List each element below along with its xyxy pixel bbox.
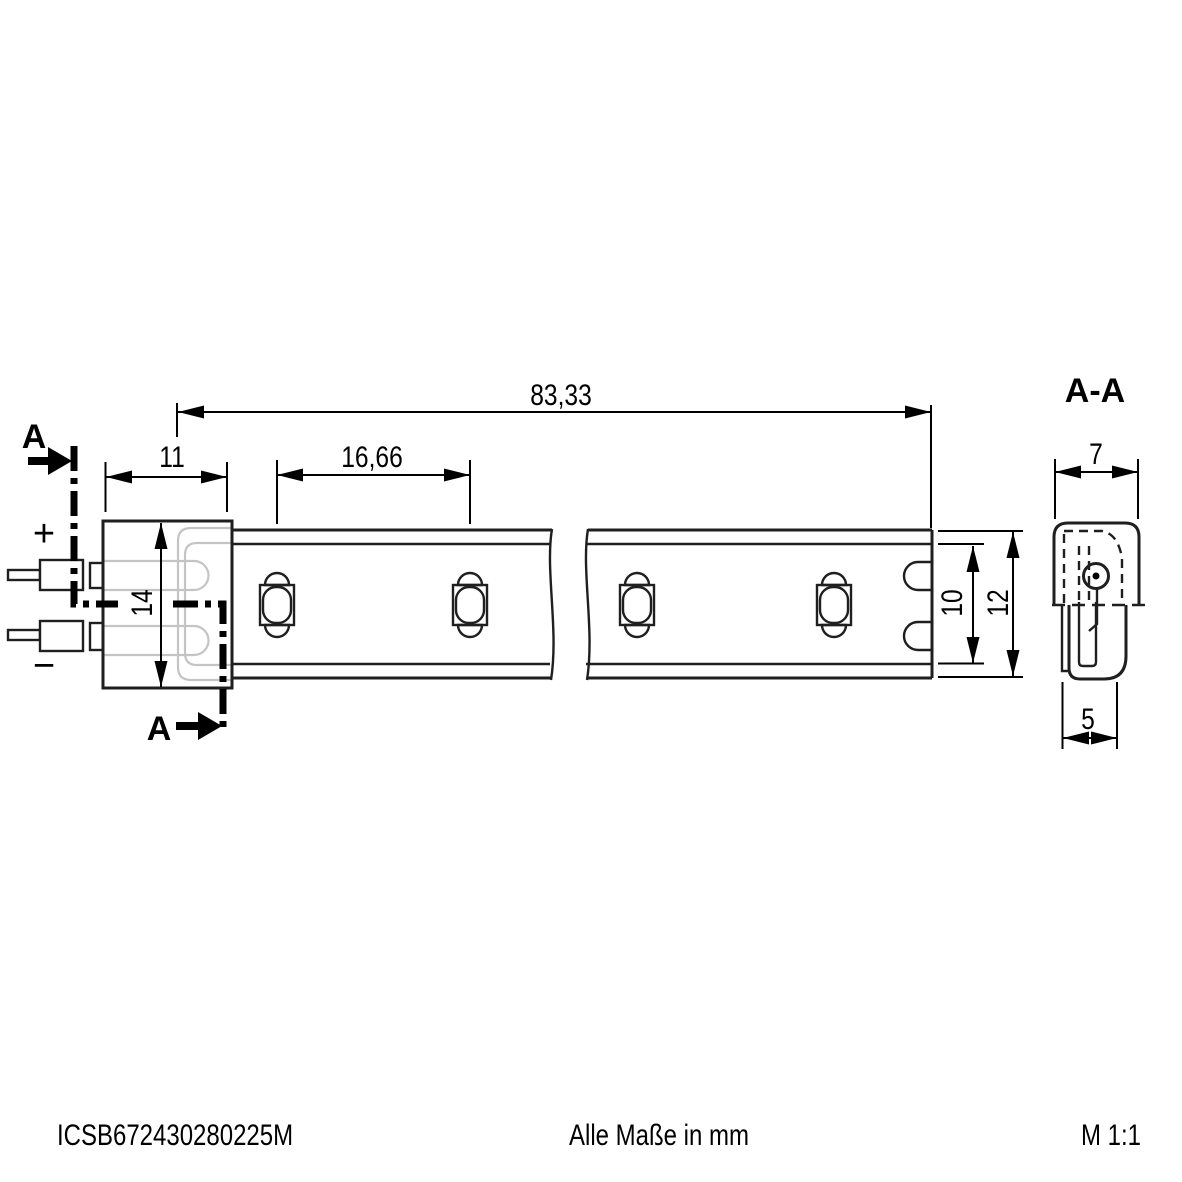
- end-pad-top: [902, 560, 932, 592]
- polarity-plus-label: +: [33, 513, 55, 555]
- led-2: [451, 571, 489, 639]
- dim-profile-bottom-width-label: 5: [1081, 702, 1095, 736]
- leds: [258, 571, 853, 639]
- dimension-connector-width: 11: [104, 440, 228, 512]
- dim-total-length-label: 83,33: [530, 378, 592, 412]
- section-cut-line: A A + −: [22, 418, 227, 748]
- dimension-total-length: 83,33: [176, 378, 932, 528]
- units-note: Alle Maße in mm: [569, 1117, 749, 1151]
- dimension-connector-height: 14: [125, 523, 168, 687]
- wire-minus: [6, 628, 42, 642]
- dim-strip-outer-height-label: 12: [981, 589, 1015, 616]
- cut-label-bottom: A: [147, 710, 172, 748]
- dimension-led-pitch: 16,66: [276, 440, 471, 524]
- profile-sleeve: [1052, 521, 1141, 605]
- profile-led-center: [1092, 572, 1100, 580]
- cut-arrow-top-head: [48, 447, 72, 475]
- led-3: [618, 571, 656, 639]
- led-4: [815, 571, 853, 639]
- footer: ICSB672430280225M Alle Maße in mm M 1:1: [57, 1117, 1141, 1151]
- pin-plus: [88, 561, 105, 590]
- led-strip: [232, 528, 934, 681]
- contact-sleeve-bottom: [104, 624, 210, 657]
- cut-arrow-bottom-head: [198, 712, 222, 740]
- pin-minus: [88, 621, 105, 652]
- supply-wires: [6, 558, 105, 653]
- dim-strip-inner-height-label: 10: [935, 589, 969, 616]
- dimension-strip-inner-height: 10: [935, 543, 984, 665]
- contact-sleeve-top: [104, 559, 210, 592]
- connector-body-fill: [103, 521, 232, 688]
- section-view-title: A-A: [1065, 372, 1125, 410]
- cut-label-top: A: [22, 418, 47, 456]
- break-line-right: [584, 528, 591, 681]
- terminal-minus: [38, 619, 85, 653]
- cut-arrow-bottom-shaft: [176, 722, 198, 730]
- profile-led-lens: [1082, 562, 1110, 590]
- profile-strip-wall: [1060, 605, 1069, 673]
- cut-arrow-top-shaft: [28, 457, 50, 465]
- wire-plus: [6, 568, 42, 582]
- profile-strip-body: [1067, 605, 1128, 681]
- article-number: ICSB672430280225M: [57, 1117, 293, 1151]
- main-view: [6, 519, 934, 690]
- break-line-left: [548, 528, 555, 681]
- led-1: [258, 571, 296, 639]
- dimension-profile-bottom-width: 5: [1061, 682, 1118, 749]
- dimension-profile-top-width: 7: [1054, 437, 1139, 519]
- dim-led-pitch-label: 16,66: [341, 440, 403, 474]
- dim-connector-width-label: 11: [159, 440, 185, 474]
- dim-connector-height-label: 14: [125, 589, 159, 616]
- polarity-minus-label: −: [33, 645, 55, 687]
- dim-profile-top-width-label: 7: [1089, 437, 1103, 471]
- end-pad-bottom: [902, 620, 932, 652]
- profile-pcb-slot: [1077, 602, 1098, 668]
- scale-note: M 1:1: [1081, 1117, 1141, 1151]
- section-view: A-A 7 5: [1052, 372, 1150, 749]
- dimension-strip-outer-height: 12: [938, 530, 1023, 678]
